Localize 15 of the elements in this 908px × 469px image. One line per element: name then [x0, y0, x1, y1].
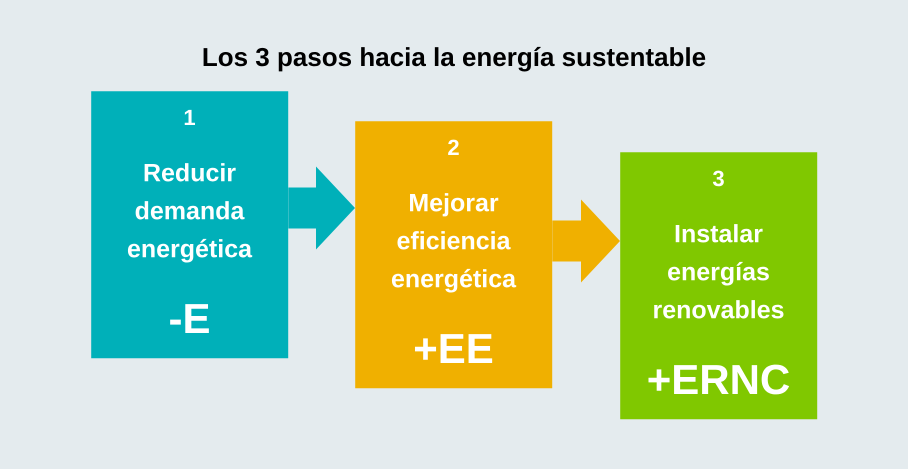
title: Los 3 pasos hacia la energía sustentable [204, 46, 706, 72]
block-arrow [552, 200, 620, 282]
step-abbreviation: +EE [414, 334, 492, 363]
step-label: Instalar energías renovables [654, 224, 784, 318]
step-box [91, 91, 288, 358]
step-abbreviation: +ERNC [648, 364, 790, 394]
step-label: Reducir demanda energética [128, 163, 252, 262]
step-box [355, 121, 552, 388]
step-number: 3 [712, 170, 724, 186]
block-arrow [288, 166, 355, 250]
step-label: Mejorar eficiencia energética [392, 193, 516, 292]
step-box [620, 152, 818, 420]
step-number: 1 [184, 110, 195, 125]
step-number: 2 [448, 140, 459, 155]
step-abbreviation: -E [170, 304, 209, 333]
